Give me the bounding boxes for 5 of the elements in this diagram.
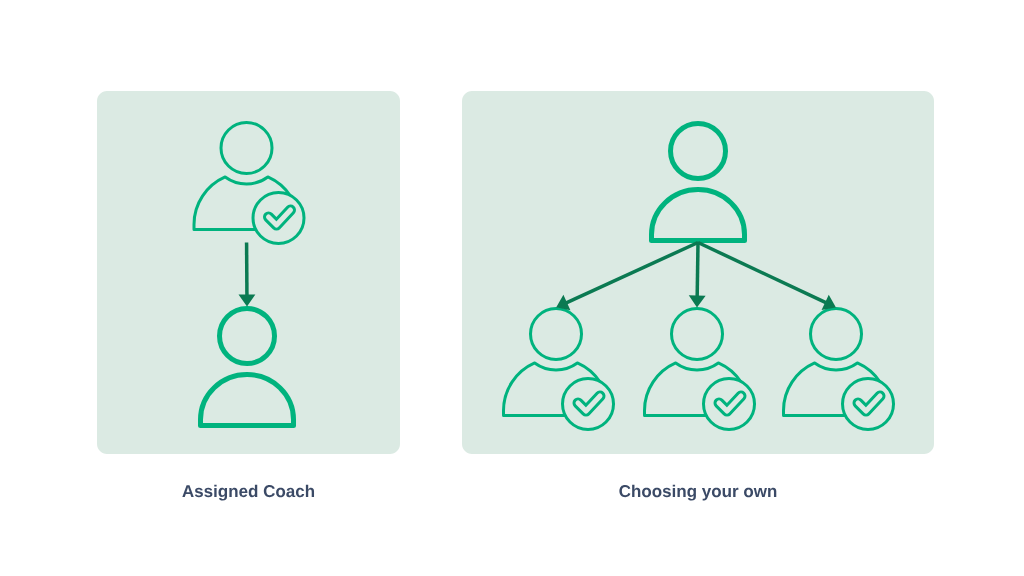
panel-title: Choosing your own: [619, 484, 777, 501]
person-icon: [649, 121, 747, 243]
person-icon: [198, 306, 296, 428]
panel-title: Assigned Coach: [182, 484, 315, 501]
arrow: [556, 240, 699, 311]
